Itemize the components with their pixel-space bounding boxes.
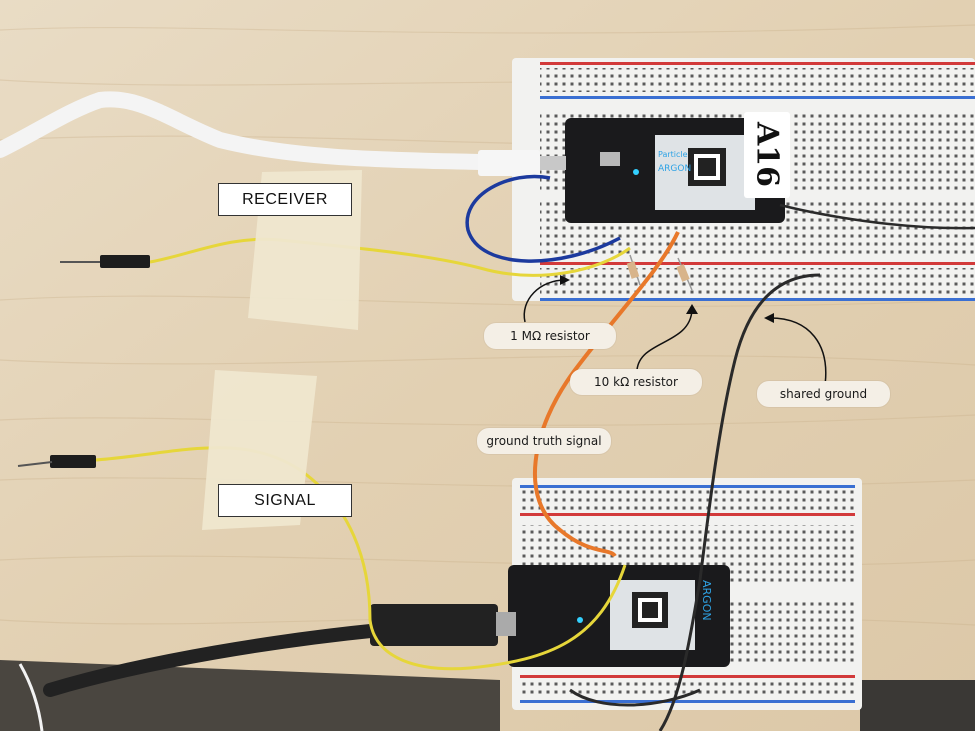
resistor-10k (676, 257, 693, 291)
upper-argon-board (565, 118, 785, 223)
resistor-1m (626, 254, 641, 286)
yellow-wire-receiver (149, 237, 631, 277)
blue-wire (465, 174, 621, 263)
white-usb-cable (0, 91, 488, 170)
resistor-1m-annotation: 1 MΩ resistor (484, 323, 616, 349)
black-ground-wire (658, 273, 821, 731)
upper-board-brand: ARGON (658, 164, 692, 174)
floor-shadow-right (860, 680, 975, 731)
floor-shadow (0, 660, 500, 731)
lower-argon-board (508, 565, 730, 667)
black-usb-plug (370, 604, 498, 646)
shared-ground-annotation: shared ground (757, 381, 890, 407)
black-usb-cable (43, 623, 387, 697)
upper-board-maker: Particle (658, 150, 688, 159)
board-tag: A16 (744, 112, 790, 198)
lower-board-brand: ARGON (700, 580, 713, 621)
jumper-pin-signal (17, 455, 96, 468)
receiver-label: RECEIVER (218, 183, 352, 216)
white-usb-plug (478, 150, 540, 176)
annotation-arrows (523, 279, 827, 386)
signal-label: SIGNAL (218, 484, 352, 517)
ground-truth-annotation: ground truth signal (477, 428, 611, 454)
jumper-pin-receiver (60, 255, 150, 268)
resistor-10k-annotation: 10 kΩ resistor (570, 369, 702, 395)
